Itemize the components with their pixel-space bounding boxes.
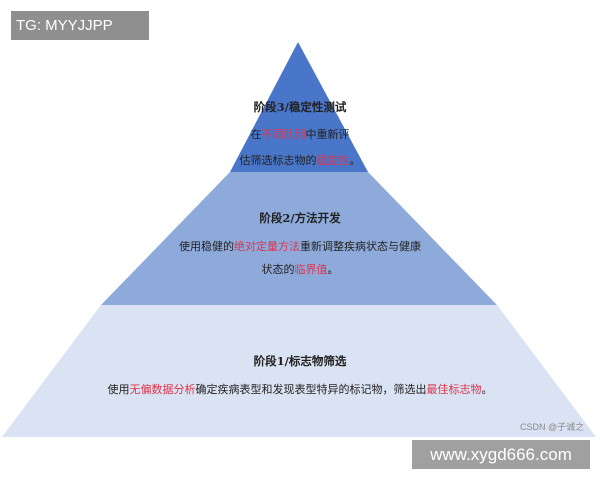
watermark-top: TG: MYYJJPP — [11, 11, 149, 40]
stage1-title: 阶段1/标志物筛选 — [253, 354, 347, 368]
stage2-line2: 状态的临界值。 — [261, 263, 339, 276]
watermark-bottom: www.xygd666.com — [412, 440, 590, 469]
stage1-line1: 使用无偏数据分析确定疾病表型和发现表型特异的标记物，筛选出最佳标志物。 — [107, 383, 493, 396]
stage3-line1: 在不同队列中重新评 — [250, 128, 350, 141]
pyramid-tier-2 — [101, 172, 497, 305]
stage2-line1: 使用稳健的绝对定量方法重新调整疾病状态与健康 — [179, 240, 421, 253]
stage2-title: 阶段2/方法开发 — [259, 211, 341, 225]
stage3-line2: 估筛选标志物的稳定性。 — [239, 154, 361, 167]
credit-label: CSDN @子诚之 — [520, 422, 585, 432]
pyramid-tier-1 — [2, 305, 596, 437]
pyramid-tier-3 — [230, 42, 368, 172]
stage3-title: 阶段3/稳定性测试 — [253, 100, 347, 114]
